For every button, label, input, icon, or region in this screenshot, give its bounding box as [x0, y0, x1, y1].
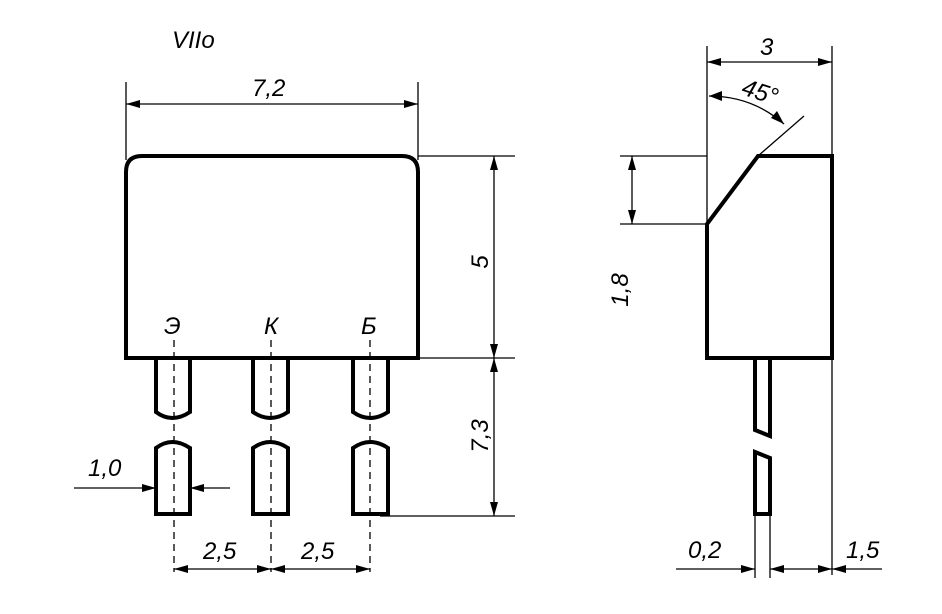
package-code-label: VIIo: [172, 27, 215, 54]
pitch-dimension: 2,5 2,5: [174, 538, 370, 573]
lead-emitter: [154, 340, 192, 572]
lead-length-dim-label: 7,3: [467, 419, 494, 453]
lead-base: [351, 340, 390, 572]
side-view: 3 45° 1,8: [607, 34, 882, 578]
angle-dim-label: 45°: [739, 74, 782, 111]
angle-dimension: 45°: [708, 74, 785, 125]
lead-width-dimension: 1,0: [74, 455, 230, 492]
width-dim-label: 7,2: [252, 75, 285, 102]
pin-label-base: Б: [361, 313, 377, 340]
height-dimension: 5 7,3: [380, 155, 515, 517]
chamfer-dimension: 1,8: [607, 155, 707, 307]
front-view: VIIo 7,2 5 7,3 Э К Б: [74, 27, 515, 573]
pin-label-emitter: Э: [164, 313, 181, 340]
side-lead: [753, 358, 772, 578]
lead-offset-dimension: 1,5: [818, 537, 882, 573]
pitch-left-dim-label: 2,5: [202, 538, 237, 565]
chamfer-dim-label: 1,8: [607, 273, 634, 307]
width-dimension: 7,2: [125, 75, 419, 160]
lead-thickness-dimension: 0,2: [676, 537, 832, 573]
side-body-outline: [705, 154, 834, 360]
lead-thickness-dim-label: 0,2: [688, 537, 721, 564]
depth-dimension: 3: [706, 34, 833, 575]
front-body-outline: [124, 154, 420, 360]
depth-dim-label: 3: [760, 34, 774, 61]
lead-collector: [251, 340, 290, 572]
lead-offset-dim-label: 1,5: [846, 537, 880, 564]
height-dim-label: 5: [467, 255, 494, 269]
lead-width-dim-label: 1,0: [88, 455, 122, 482]
pitch-right-dim-label: 2,5: [300, 538, 335, 565]
pin-label-collector: К: [264, 313, 280, 340]
